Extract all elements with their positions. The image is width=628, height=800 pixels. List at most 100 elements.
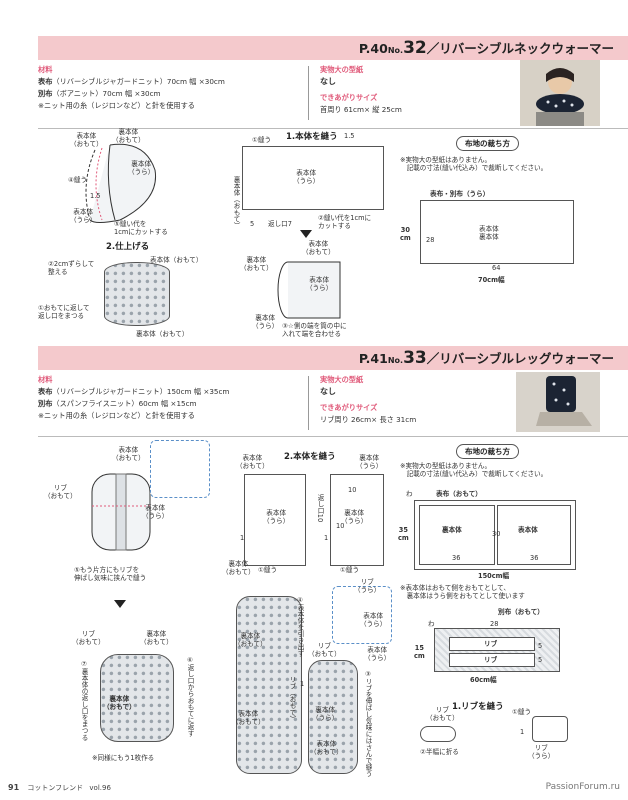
step-heading: 1.本体を縫う bbox=[286, 132, 338, 142]
label: リブ（おもて） bbox=[72, 630, 105, 646]
label: ①縫う bbox=[512, 708, 532, 716]
tube-illustration bbox=[236, 596, 302, 774]
section-header-band: P.40No.32／リバーシブルネックウォーマー bbox=[38, 36, 628, 60]
label: 表本体（おもて） bbox=[112, 446, 145, 462]
item-title: ／リバーシブルレッグウォーマー bbox=[426, 351, 614, 366]
fabric-width: 60cm幅 bbox=[470, 676, 497, 684]
magazine-name: コットンフレンド bbox=[27, 784, 84, 792]
material-text: （リバーシブルジャガードニット）70cm 幅 ×30cm bbox=[52, 77, 225, 86]
label: 1.5 bbox=[90, 192, 101, 200]
size-value: リブ周り 26cm× 長さ 31cm bbox=[320, 415, 417, 424]
label: 表本体（おもて） bbox=[232, 710, 265, 726]
note: ※同様にもう1枚作る bbox=[92, 754, 155, 762]
fabric-label: 別布（おもて） bbox=[498, 608, 544, 616]
material-note: ※ニット用の糸（レジロンなど）と針を使用する bbox=[38, 411, 195, 420]
materials-block: 材料 表布（リバーシブルジャガードニット）70cm 幅 ×30cm 別布（ボアニ… bbox=[38, 64, 308, 112]
label: 返し口7 bbox=[268, 220, 292, 228]
page-ref: P.41 bbox=[358, 351, 388, 366]
label: 30 bbox=[492, 530, 501, 538]
item-title: ／リバーシブルネックウォーマー bbox=[426, 41, 614, 56]
label: 裏本体（おもて） bbox=[240, 256, 273, 272]
label: 裏本体（おもて） bbox=[140, 630, 173, 646]
label: 裏本体（おもて） bbox=[232, 176, 240, 229]
label: 裏本体（おもて） bbox=[103, 695, 136, 711]
rib-fabric-rect: リブ リブ bbox=[434, 628, 560, 672]
materials-heading: 材料 bbox=[38, 65, 53, 74]
label: 返し口10 bbox=[316, 494, 324, 523]
pattern-value: なし bbox=[320, 77, 336, 86]
pattern-value: なし bbox=[320, 387, 336, 396]
cut-fabric-rect: 表本体裏本体 bbox=[420, 200, 574, 264]
cut-layout-title: 布地の裁ち方 bbox=[456, 136, 519, 151]
step-heading: 2.仕上げる bbox=[106, 242, 150, 252]
label: リブ（うら） bbox=[528, 744, 555, 760]
label: ①縫う bbox=[340, 566, 360, 574]
label: 表本体（うら） bbox=[293, 169, 320, 185]
step-heading: 1.リブを縫う bbox=[452, 702, 504, 712]
label: 28 bbox=[426, 236, 435, 244]
label: 表本体（おもて） bbox=[236, 454, 269, 470]
label: 64 bbox=[492, 264, 501, 272]
label: ⑥返し口からおもてに返す bbox=[186, 656, 194, 737]
label: 表本体（うら） bbox=[263, 509, 290, 525]
tube-illustration bbox=[308, 660, 358, 774]
label: わ bbox=[428, 620, 435, 628]
rib-piece: リブ bbox=[449, 653, 535, 667]
product-photo bbox=[516, 372, 600, 432]
detail-callout bbox=[150, 440, 210, 498]
materials-block: 材料 表布（リバーシブルジャガードニット）150cm 幅 ×35cm 別布（スパ… bbox=[38, 374, 308, 422]
item-number: 32 bbox=[403, 38, 427, 58]
label: リブ bbox=[484, 640, 498, 648]
material-label: 表布 bbox=[38, 77, 53, 86]
label: 1 bbox=[240, 534, 245, 542]
cut-note: ※表本体はおもて側をおもてとして、 裏本体はうら側をおもてとして使います bbox=[400, 584, 525, 600]
label: 表本体（うら） bbox=[360, 612, 387, 628]
no-label: No. bbox=[387, 46, 404, 55]
section-header-band: P.41No.33／リバーシブルレッグウォーマー bbox=[38, 346, 628, 370]
label: 1 bbox=[520, 728, 525, 736]
size-value: 首周り 61cm× 縦 25cm bbox=[320, 105, 402, 114]
step-heading: 2.本体を縫う bbox=[284, 452, 336, 462]
label: 1.5 bbox=[344, 132, 355, 140]
label: 28 bbox=[490, 620, 499, 628]
fabric-panel: 裏本体（うら） bbox=[330, 474, 384, 566]
fabric-width: 150cm幅 bbox=[478, 572, 510, 580]
info-block: 実物大の型紙 なし できあがりサイズ リブ周り 26cm× 長さ 31cm bbox=[320, 374, 510, 426]
step-seam-diagram bbox=[85, 143, 157, 223]
label: 裏本体（うら） bbox=[128, 160, 155, 176]
tube-illustration bbox=[104, 262, 170, 326]
label: 裏本体（うら） bbox=[312, 706, 339, 722]
label: リブ（おもて） bbox=[288, 676, 296, 723]
label: ③リブを伸ばし気味にはさんで縫う bbox=[364, 670, 372, 777]
material-text: （リバーシブルジャガードニット）150cm 幅 ×35cm bbox=[52, 387, 230, 396]
label: リブ（おもて） bbox=[308, 642, 341, 658]
label: ⑦裏本体の返し口をまつる bbox=[80, 660, 88, 741]
label: 裏本体（おもて） bbox=[222, 560, 255, 576]
label: 表本体（うら） bbox=[306, 276, 333, 292]
label: 表本体（おもて） bbox=[310, 740, 343, 756]
label: 裏本体 bbox=[442, 526, 462, 534]
label: ①縫う bbox=[252, 136, 272, 144]
label: 5 bbox=[250, 220, 255, 228]
material-text: （スパンフライスニット）60cm 幅 ×15cm bbox=[52, 399, 197, 408]
label: 裏本体（おもて） bbox=[136, 330, 189, 338]
info-block: 実物大の型紙 なし できあがりサイズ 首周り 61cm× 縦 25cm bbox=[320, 64, 510, 116]
page-ref: P.40 bbox=[358, 41, 388, 56]
section-rule bbox=[38, 436, 628, 437]
photo-illustration bbox=[516, 372, 600, 432]
item-number: 33 bbox=[403, 348, 427, 368]
label: 裏本体（うら） bbox=[356, 454, 383, 470]
material-text: （ボアニット）70cm 幅 ×30cm bbox=[52, 89, 161, 98]
material-note: ※ニット用の糸（レジロンなど）と針を使用する bbox=[38, 101, 195, 110]
label: 表本体（うら） bbox=[364, 646, 391, 662]
label: リブ（おもて） bbox=[426, 706, 459, 722]
tube-turn-diagram bbox=[277, 261, 341, 319]
label: 表本体（うら） bbox=[142, 504, 169, 520]
fabric-width: 70cm幅 bbox=[478, 276, 505, 284]
fabric-rect: 表本体（うら） bbox=[242, 146, 384, 210]
materials-heading: 材料 bbox=[38, 375, 53, 384]
magazine-volume: vol.96 bbox=[89, 784, 111, 792]
leg-tube-diagram bbox=[91, 473, 151, 551]
watermark-site: PassionForum.ru bbox=[545, 782, 620, 792]
